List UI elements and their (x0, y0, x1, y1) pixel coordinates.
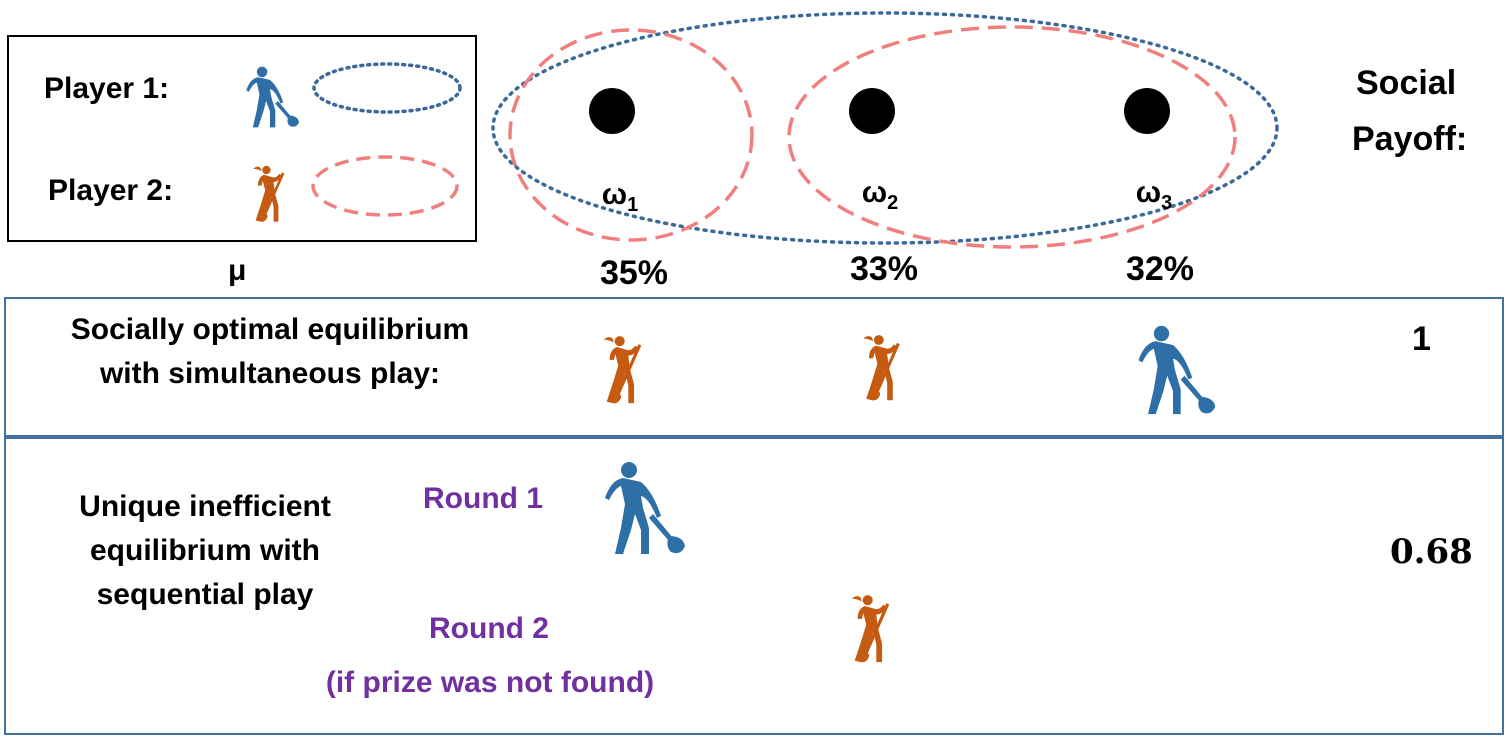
state3-probability: 32% (1125, 250, 1195, 288)
row-simultaneous-play (4, 297, 1504, 437)
row2-description: Unique inefficient equilibrium with sequ… (30, 485, 380, 617)
row2-round1-player1-icon (605, 462, 685, 554)
legend-ellipses (311, 62, 462, 217)
row1-payoff: 1 (1412, 320, 1431, 358)
state1-probability: 35% (599, 254, 669, 292)
round1-label: Round 1 (423, 482, 543, 515)
prior-label: μ (228, 254, 247, 287)
state1-dot (589, 88, 635, 134)
row2-description-line1: Unique inefficient (79, 490, 331, 523)
round2-note: (if prize was not found) (325, 666, 655, 699)
player2-label: Player 2: (48, 174, 174, 207)
state2-label: ω2 (861, 176, 899, 214)
state3-dot (1124, 88, 1170, 134)
state1-label: ω1 (601, 178, 639, 216)
state-space-diagram (491, 11, 1279, 249)
row-sequential-play (4, 437, 1504, 735)
row1-description: Socially optimal equilibrium with simult… (20, 308, 520, 396)
player2-partition-ellipse (311, 155, 459, 217)
row1-state3-player1-icon (1138, 325, 1216, 415)
legend-box (7, 35, 477, 242)
round2-label: Round 2 (429, 612, 549, 645)
row1-state1-player2-icon (603, 336, 642, 404)
row1-description-line2: with simultaneous play: (99, 357, 441, 390)
row1-description-line1: Socially optimal equilibrium (70, 313, 470, 346)
player1-cell-ellipse (491, 11, 1279, 245)
player1-partition-ellipse (312, 62, 462, 114)
player2-cell2-ellipse (787, 25, 1237, 249)
state2-dot (849, 88, 895, 134)
social-payoff-header-line1: Social (1356, 64, 1457, 102)
player1-label: Player 1: (44, 72, 170, 105)
player2-cell1-ellipse (508, 28, 754, 242)
row2-round2-player2-icon (851, 595, 890, 663)
row2-description-line3: sequential play (96, 578, 314, 611)
state3-label: ω3 (1135, 176, 1173, 214)
row2-description-line2: equilibrium with (90, 534, 320, 567)
row2-payoff: 0.68 (1390, 532, 1473, 572)
state2-probability: 33% (849, 250, 919, 288)
social-payoff-header-line2: Payoff: (1352, 120, 1468, 158)
row1-state2-player2-icon (863, 335, 900, 401)
